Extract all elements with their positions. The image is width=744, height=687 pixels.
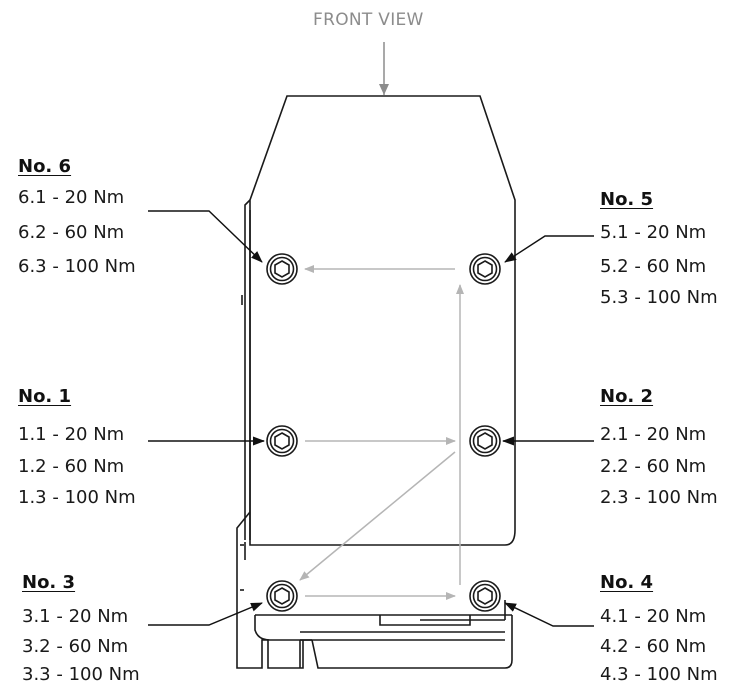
group-1-step-3: 1.3 - 100 Nm	[18, 487, 136, 508]
group-4-step-2: 4.2 - 60 Nm	[600, 636, 707, 657]
group-1-step-1: 1.1 - 20 Nm	[18, 424, 125, 445]
leader-4	[504, 602, 594, 627]
group-2-title: No. 2	[600, 386, 654, 407]
group-3-step-1: 3.1 - 20 Nm	[22, 606, 129, 627]
group-1-title: No. 1	[18, 386, 72, 407]
group-5-step-1: 5.1 - 20 Nm	[600, 222, 707, 243]
bolt-2	[469, 425, 501, 457]
group-3-step-3: 3.3 - 100 Nm	[22, 664, 140, 685]
group-2-step-1: 2.1 - 20 Nm	[600, 424, 707, 445]
bolt-3	[266, 580, 298, 612]
group-4-title: No. 4	[600, 572, 654, 593]
group-5-step-2: 5.2 - 60 Nm	[600, 256, 707, 277]
bolt-6	[266, 253, 298, 285]
leader-5	[504, 235, 594, 263]
group-4-step-3: 4.3 - 100 Nm	[600, 664, 718, 685]
leader-lines	[148, 210, 594, 627]
group-2-step-3: 2.3 - 100 Nm	[600, 487, 718, 508]
group-4-step-1: 4.1 - 20 Nm	[600, 606, 707, 627]
view-title: FRONT VIEW	[313, 10, 424, 30]
group-6-title: No. 6	[18, 156, 72, 177]
leader-6	[148, 210, 263, 263]
bolt-4	[469, 580, 501, 612]
group-3-step-2: 3.2 - 60 Nm	[22, 636, 129, 657]
group-6-step-2: 6.2 - 60 Nm	[18, 222, 125, 243]
leader-3	[148, 602, 263, 626]
seq-arrow-2-3	[299, 451, 456, 581]
group-6-step-3: 6.3 - 100 Nm	[18, 256, 136, 277]
group-5-step-3: 5.3 - 100 Nm	[600, 287, 718, 308]
group-3-title: No. 3	[22, 572, 76, 593]
sequence-arrows	[299, 265, 464, 600]
group-5-title: No. 5	[600, 189, 654, 210]
bolt-5	[469, 253, 501, 285]
group-2-step-2: 2.2 - 60 Nm	[600, 456, 707, 477]
group-6-step-1: 6.1 - 20 Nm	[18, 187, 125, 208]
part-outline	[236, 95, 516, 669]
bolt-1	[266, 425, 298, 457]
group-1-step-2: 1.2 - 60 Nm	[18, 456, 125, 477]
